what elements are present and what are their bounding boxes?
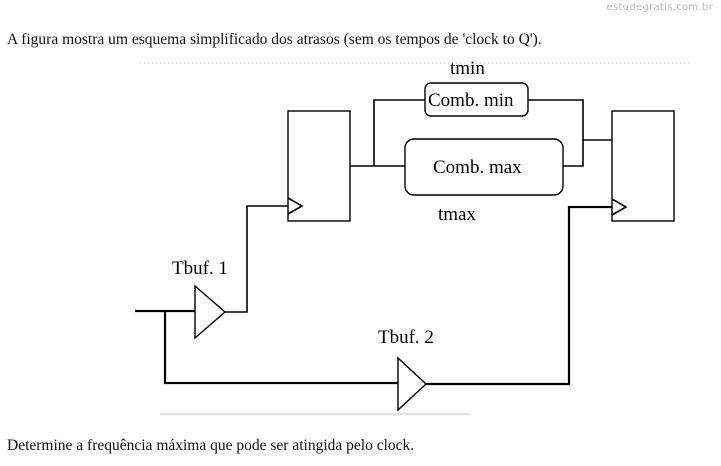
label-tmax: tmax [438,204,476,225]
tbuf2-input-wire [163,311,398,385]
question-text: Determine a frequência máxima que pode s… [7,437,415,454]
intro-text: A figura mostra um esquema simplificado … [7,31,542,48]
label-tmin: tmin [450,58,485,79]
comb-min-input-wire [373,99,425,166]
comb-max-block [404,138,564,196]
label-comb-max: Comb. max [433,157,522,178]
tbuf2-output-wire [426,205,612,386]
comb-min-output-wire [528,99,612,141]
label-comb-min: Comb. min [428,90,514,111]
flipflop-1-clock-symbol [287,197,304,215]
tbuf2-buffer [397,356,428,412]
watermark: estudegratis.com.br [606,2,713,13]
flipflop-1 [287,110,351,222]
flipflop-2-clock-symbol [611,198,628,216]
tbuf1-output-wire [225,205,288,313]
flipflop-2 [611,110,675,222]
label-tbuf2: Tbuf. 2 [378,327,434,348]
label-tbuf1: Tbuf. 1 [172,258,228,279]
tbuf1-buffer [194,284,227,340]
comb-max-output-wire [563,140,584,167]
